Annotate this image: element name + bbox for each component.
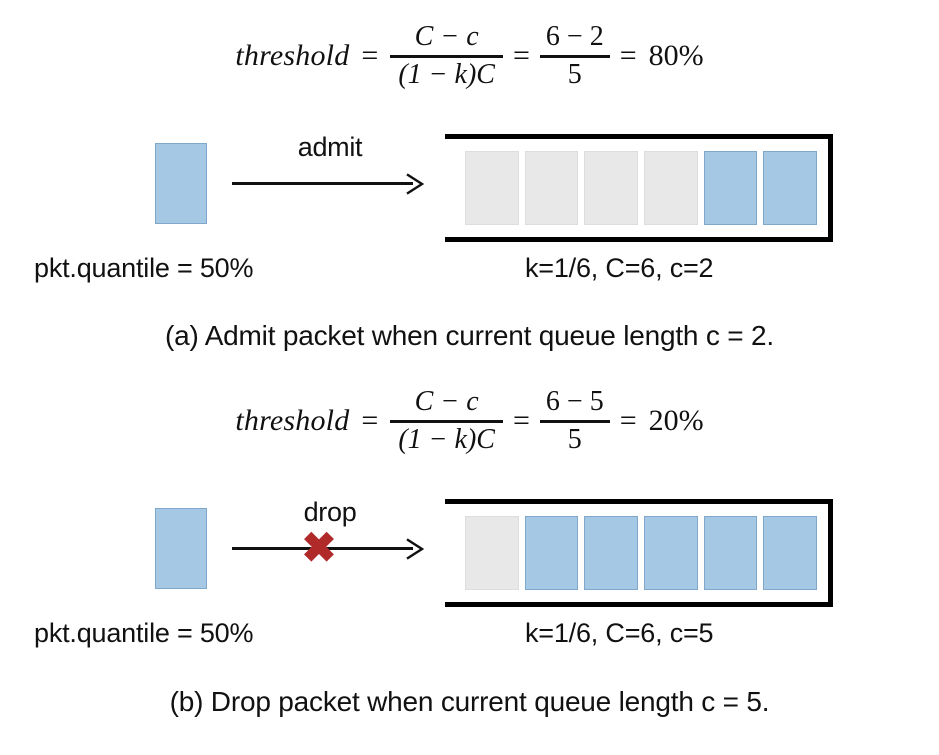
queue-slots — [465, 516, 818, 590]
queue-wall-right — [828, 499, 833, 607]
queue-slot — [524, 516, 579, 590]
queue-slot — [584, 516, 639, 590]
arrow-label: admit — [297, 132, 363, 162]
queue-wall-bottom — [445, 237, 833, 242]
queue-diagram-b: drop ✖ — [0, 495, 939, 615]
queue-wall-bottom — [445, 602, 833, 607]
formula-numeric-fraction: 6 − 2 5 — [539, 21, 610, 90]
formula-result: 80% — [648, 39, 704, 72]
arrow-line — [232, 182, 413, 185]
fraction-bar — [390, 419, 503, 423]
figure-panel-b: threshold = C − c (1 − k)C = 6 − 5 5 = 2… — [0, 370, 939, 755]
queue-slot — [584, 151, 639, 225]
queue-slot — [465, 516, 519, 590]
queue-container — [445, 499, 833, 607]
drop-arrow-group: drop ✖ — [232, 495, 428, 605]
queue-slot — [703, 151, 758, 225]
formula-equals-3: = — [619, 404, 637, 437]
fraction-denominator: 5 — [567, 58, 582, 90]
queue-wall-right — [828, 134, 833, 242]
fraction-numerator: 6 − 2 — [545, 21, 604, 53]
threshold-formula-b: threshold = C − c (1 − k)C = 6 − 5 5 = 2… — [0, 373, 939, 469]
packet-quantile-label: pkt.quantile = 50% — [34, 253, 254, 283]
arrow-right-icon — [402, 172, 426, 196]
queue-params-label: k=1/6, C=6, c=5 — [525, 618, 714, 648]
fraction-denominator: 5 — [567, 423, 582, 455]
queue-slot — [763, 516, 818, 590]
formula-equals-1: = — [361, 39, 379, 72]
queue-params-label: k=1/6, C=6, c=2 — [525, 253, 714, 283]
queue-slots — [465, 151, 818, 225]
formula-equals-1: = — [361, 404, 379, 437]
fraction-denominator: (1 − k)C — [398, 58, 495, 90]
incoming-packet — [155, 508, 207, 589]
fraction-numerator: C − c — [414, 386, 479, 418]
queue-slot — [644, 516, 698, 590]
drop-cross-icon: ✖ — [301, 524, 337, 571]
arrow-right-icon — [402, 537, 426, 561]
queue-slot — [465, 151, 519, 225]
formula-equals-3: = — [619, 39, 637, 72]
panel-caption-b: (b) Drop packet when current queue lengt… — [169, 686, 770, 717]
queue-slot — [763, 151, 818, 225]
fraction-denominator: (1 − k)C — [398, 423, 495, 455]
queue-diagram-a: admit — [0, 130, 939, 250]
formula-numeric-fraction: 6 − 5 5 — [539, 386, 610, 455]
formula-result: 20% — [648, 404, 704, 437]
queue-slot — [644, 151, 698, 225]
fraction-bar — [390, 54, 503, 58]
queue-slot — [524, 151, 579, 225]
admit-arrow-group: admit — [232, 130, 428, 240]
packet-quantile-label: pkt.quantile = 50% — [34, 618, 254, 648]
figure-panel-a: threshold = C − c (1 − k)C = 6 − 2 5 = 8… — [0, 0, 939, 370]
fraction-bar — [539, 54, 610, 58]
formula-lhs: threshold — [235, 404, 350, 437]
formula-symbolic-fraction: C − c (1 − k)C — [390, 387, 503, 454]
formula-equals-2: = — [512, 404, 530, 437]
arrow-label: drop — [303, 497, 357, 527]
queue-container — [445, 134, 833, 242]
fraction-numerator: 6 − 5 — [545, 386, 604, 418]
formula-symbolic-fraction: C − c (1 − k)C — [390, 22, 503, 89]
fraction-numerator: C − c — [414, 21, 479, 53]
formula-lhs: threshold — [235, 39, 350, 72]
queue-wall-top — [445, 134, 833, 139]
formula-equals-2: = — [512, 39, 530, 72]
panel-caption-a: (a) Admit packet when current queue leng… — [165, 320, 774, 351]
fraction-bar — [539, 419, 610, 423]
incoming-packet — [155, 143, 207, 224]
arrow-line — [232, 547, 413, 550]
queue-wall-top — [445, 499, 833, 504]
threshold-formula-a: threshold = C − c (1 − k)C = 6 − 2 5 = 8… — [0, 8, 939, 104]
queue-slot — [703, 516, 758, 590]
